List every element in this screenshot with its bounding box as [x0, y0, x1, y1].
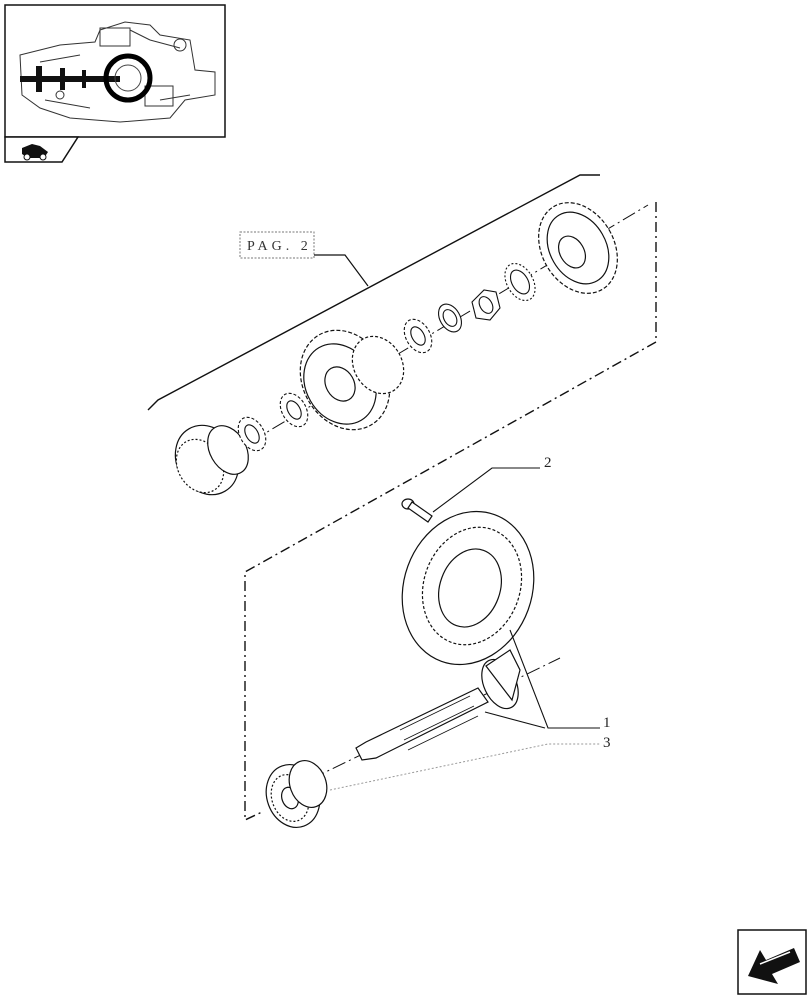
- hex-nut: [471, 289, 501, 321]
- tractor-icon[interactable]: [4, 136, 80, 163]
- crown-wheel: [401, 510, 535, 666]
- bearing-upper: [174, 424, 249, 496]
- needle-cage-2: [279, 392, 309, 428]
- assembly-boundary: [244, 202, 657, 822]
- location-thumbnail[interactable]: [4, 4, 226, 138]
- shaft-highlight: [20, 76, 120, 82]
- bolt: [401, 498, 433, 523]
- needle-cage-3: [403, 318, 433, 354]
- double-gear: [299, 329, 405, 431]
- arrow-icon[interactable]: [737, 929, 807, 995]
- gear-upper-right: [538, 202, 618, 294]
- callout-leaders: [329, 467, 600, 791]
- ring-gear-highlight: [103, 53, 153, 103]
- bearing-lower: [265, 760, 328, 828]
- upper-assembly-outline: [147, 174, 600, 411]
- page-reference-box[interactable]: PAG. 2: [239, 231, 369, 287]
- transmission-thumbnail-image: [19, 21, 216, 123]
- page-reference-label: PAG. 2: [247, 239, 312, 254]
- pinion-shaft: [355, 649, 521, 761]
- callout-2: 2: [544, 455, 552, 471]
- callout-1: 1: [603, 715, 611, 731]
- spacer-ring: [504, 262, 536, 302]
- needle-cage-1: [237, 416, 267, 452]
- callout-3: 3: [603, 735, 611, 751]
- washer-upper: [437, 303, 463, 333]
